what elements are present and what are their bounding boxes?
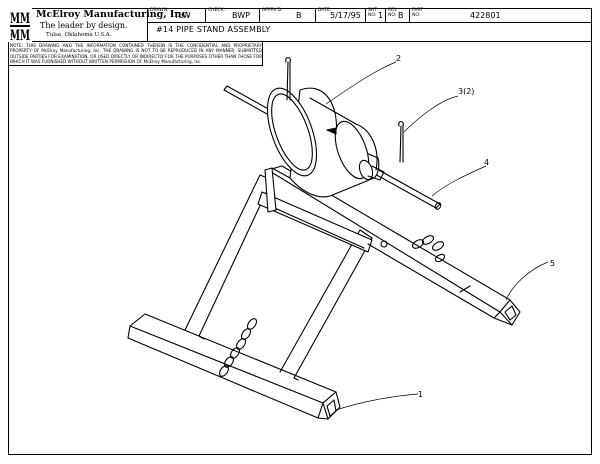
leader-5	[505, 261, 549, 301]
field-value: B	[398, 11, 404, 20]
callout-3: 3(2)	[458, 87, 474, 96]
field-revision: REV NO: B	[386, 8, 410, 22]
registered-mark: ®	[10, 33, 15, 39]
field-value: 5/17/95	[330, 11, 361, 20]
leader-1	[335, 393, 419, 411]
cotter-pin-right	[398, 120, 404, 163]
field-approved: APPRV'D: B	[260, 8, 316, 22]
cotter-pin-left	[285, 56, 291, 101]
company-logo: MM MM	[8, 8, 32, 44]
callout-5: 5	[550, 259, 555, 268]
field-label: PART NO:	[412, 8, 424, 18]
callout-4: 4	[484, 158, 489, 167]
callout-2: 2	[396, 54, 401, 63]
drawing-border	[8, 8, 592, 455]
title-row-divider	[148, 22, 592, 23]
field-value: TLW	[174, 11, 191, 20]
field-label: DRAWN:	[150, 8, 169, 13]
chain-upper	[380, 235, 446, 263]
drawing-title: #14 PIPE STAND ASSEMBLY	[156, 25, 271, 34]
field-value: BWP	[232, 11, 250, 20]
confidentiality-note: NOTE: THIS DRAWING AND THE INFORMATION C…	[10, 43, 262, 65]
field-value: B	[296, 11, 302, 20]
side-rail	[267, 165, 521, 326]
cone-roller	[266, 87, 385, 198]
mounting-bracket	[264, 167, 291, 213]
company-location: Tulsa, Oklahoma U.S.A.	[46, 32, 112, 38]
field-value: 1	[378, 11, 384, 20]
company-block: McElroy Manufacturing, Inc. The leader b…	[10, 8, 190, 42]
field-label: SHT NO:	[368, 8, 377, 18]
field-date: DATE: 5/17/95	[316, 8, 366, 22]
right-leg	[279, 229, 373, 381]
field-value: 422801	[470, 11, 501, 20]
drawing-title-cell: #14 PIPE STAND ASSEMBLY	[148, 22, 592, 42]
company-tagline: The leader by design.	[40, 21, 128, 30]
title-block	[8, 8, 592, 42]
field-label: APPRV'D:	[262, 8, 283, 13]
field-label: DATE:	[318, 8, 332, 13]
base-tube	[127, 313, 341, 420]
note-border	[8, 42, 263, 66]
logo-letter-top: MM	[10, 11, 30, 27]
field-drawn: DRAWN: TLW	[148, 8, 206, 22]
field-label: CHECK:	[208, 8, 225, 13]
callout-1: 1	[418, 390, 423, 399]
leader-lines	[325, 61, 549, 411]
field-label: REV NO:	[388, 8, 398, 18]
leader-4	[431, 165, 487, 197]
company-name: McElroy Manufacturing, Inc.	[36, 9, 191, 20]
leader-3	[403, 95, 459, 133]
logo-letter-bottom: MM	[10, 28, 30, 42]
cross-member	[257, 191, 373, 253]
chain-lower	[218, 318, 258, 377]
field-sheet: SHT NO: 1	[366, 8, 386, 22]
field-check: CHECK: BWP	[206, 8, 260, 22]
leader-2	[325, 61, 397, 105]
field-part-number: PART NO: 422801	[410, 8, 592, 22]
